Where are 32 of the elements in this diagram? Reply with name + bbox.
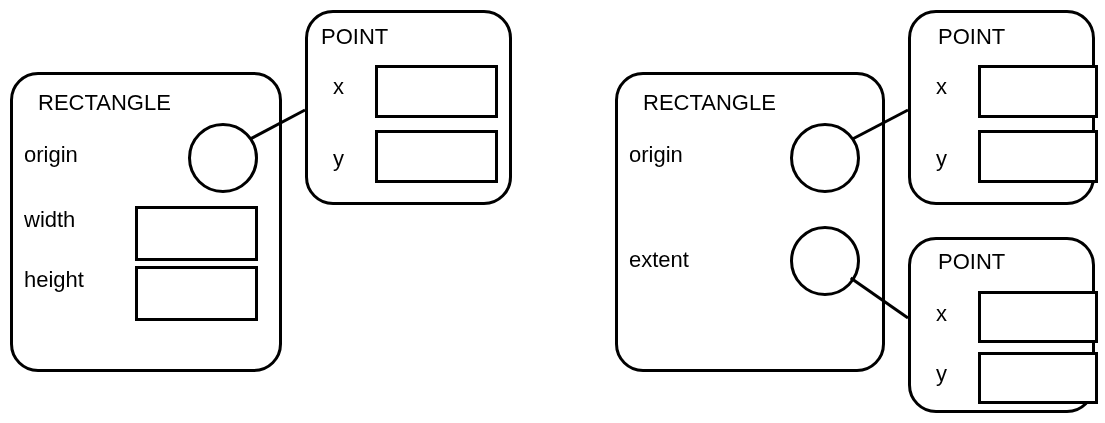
value-slot: [978, 291, 1098, 343]
field-label: y: [333, 146, 344, 172]
heading-label: RECTANGLE: [38, 90, 171, 116]
heading-label: POINT: [938, 249, 1006, 275]
value-slot: [375, 130, 498, 183]
value-slot: [978, 352, 1098, 404]
field-label: width: [24, 207, 76, 233]
field-label: height: [24, 267, 84, 293]
connector-line: [250, 108, 306, 140]
heading-label: POINT: [938, 24, 1006, 50]
value-slot: [978, 65, 1098, 118]
record-box: [305, 10, 512, 205]
record-box: [615, 72, 885, 372]
record-box: [908, 237, 1095, 413]
field-label: x: [936, 74, 947, 100]
connector-line: [852, 108, 909, 141]
record-box: [908, 10, 1095, 205]
connector-line: [849, 276, 909, 320]
field-label: origin: [24, 142, 78, 168]
value-slot: [978, 130, 1098, 183]
field-label: y: [936, 146, 947, 172]
field-label: x: [333, 74, 344, 100]
record-box: [10, 72, 282, 372]
value-slot: [375, 65, 498, 118]
field-label: x: [936, 301, 947, 327]
value-slot: [135, 266, 258, 321]
field-label: origin: [629, 142, 683, 168]
value-slot: [135, 206, 258, 261]
field-label: extent: [629, 247, 689, 273]
heading-label: POINT: [321, 24, 389, 50]
field-label: y: [936, 361, 947, 387]
heading-label: RECTANGLE: [643, 90, 776, 116]
